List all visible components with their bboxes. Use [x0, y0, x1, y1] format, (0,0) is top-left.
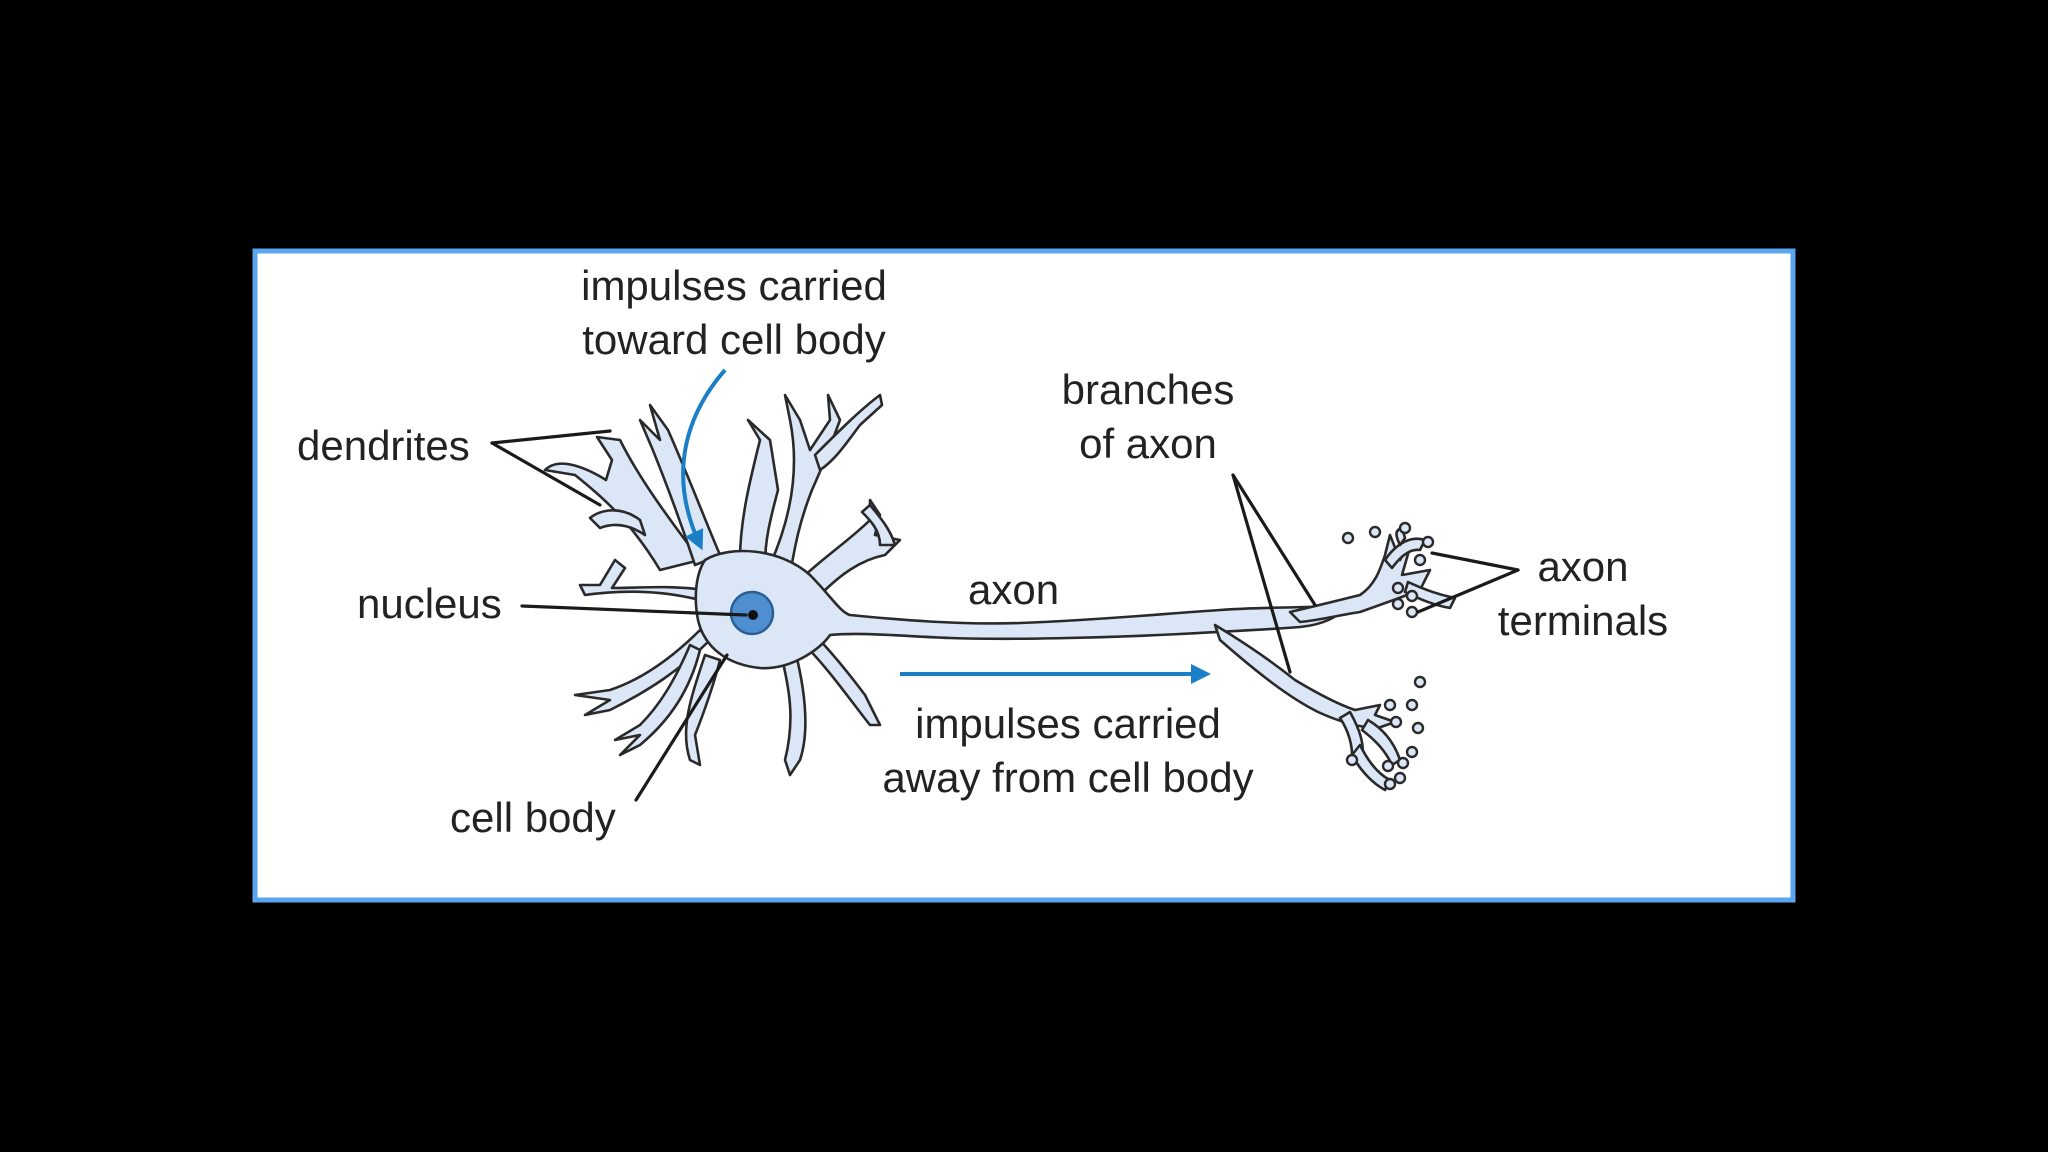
neuron [543, 393, 1457, 792]
label-nucleus: nucleus [357, 580, 502, 627]
diagram-panel [252, 248, 1796, 903]
label-axon-terminals-2: terminals [1498, 597, 1668, 644]
label-branches-2: of axon [1079, 420, 1217, 467]
label-dendrites: dendrites [297, 422, 470, 469]
axon-terminal-knobs [1341, 521, 1435, 791]
label-cell-body: cell body [450, 794, 616, 841]
label-impulses-away-2: away from cell body [882, 754, 1253, 801]
label-impulses-toward-1: impulses carried [581, 262, 887, 309]
dendrites-group [543, 393, 902, 777]
label-branches-1: branches [1062, 366, 1235, 413]
label-axon-terminals-1: axon [1537, 543, 1628, 590]
label-axon: axon [968, 566, 1059, 613]
cell-body-shape [694, 549, 1347, 670]
label-impulses-away-1: impulses carried [915, 700, 1221, 747]
label-impulses-toward-2: toward cell body [582, 316, 886, 363]
leader-lines [490, 429, 1520, 802]
nucleolus-shape [748, 610, 758, 620]
impulse-toward-arrow [681, 368, 727, 551]
